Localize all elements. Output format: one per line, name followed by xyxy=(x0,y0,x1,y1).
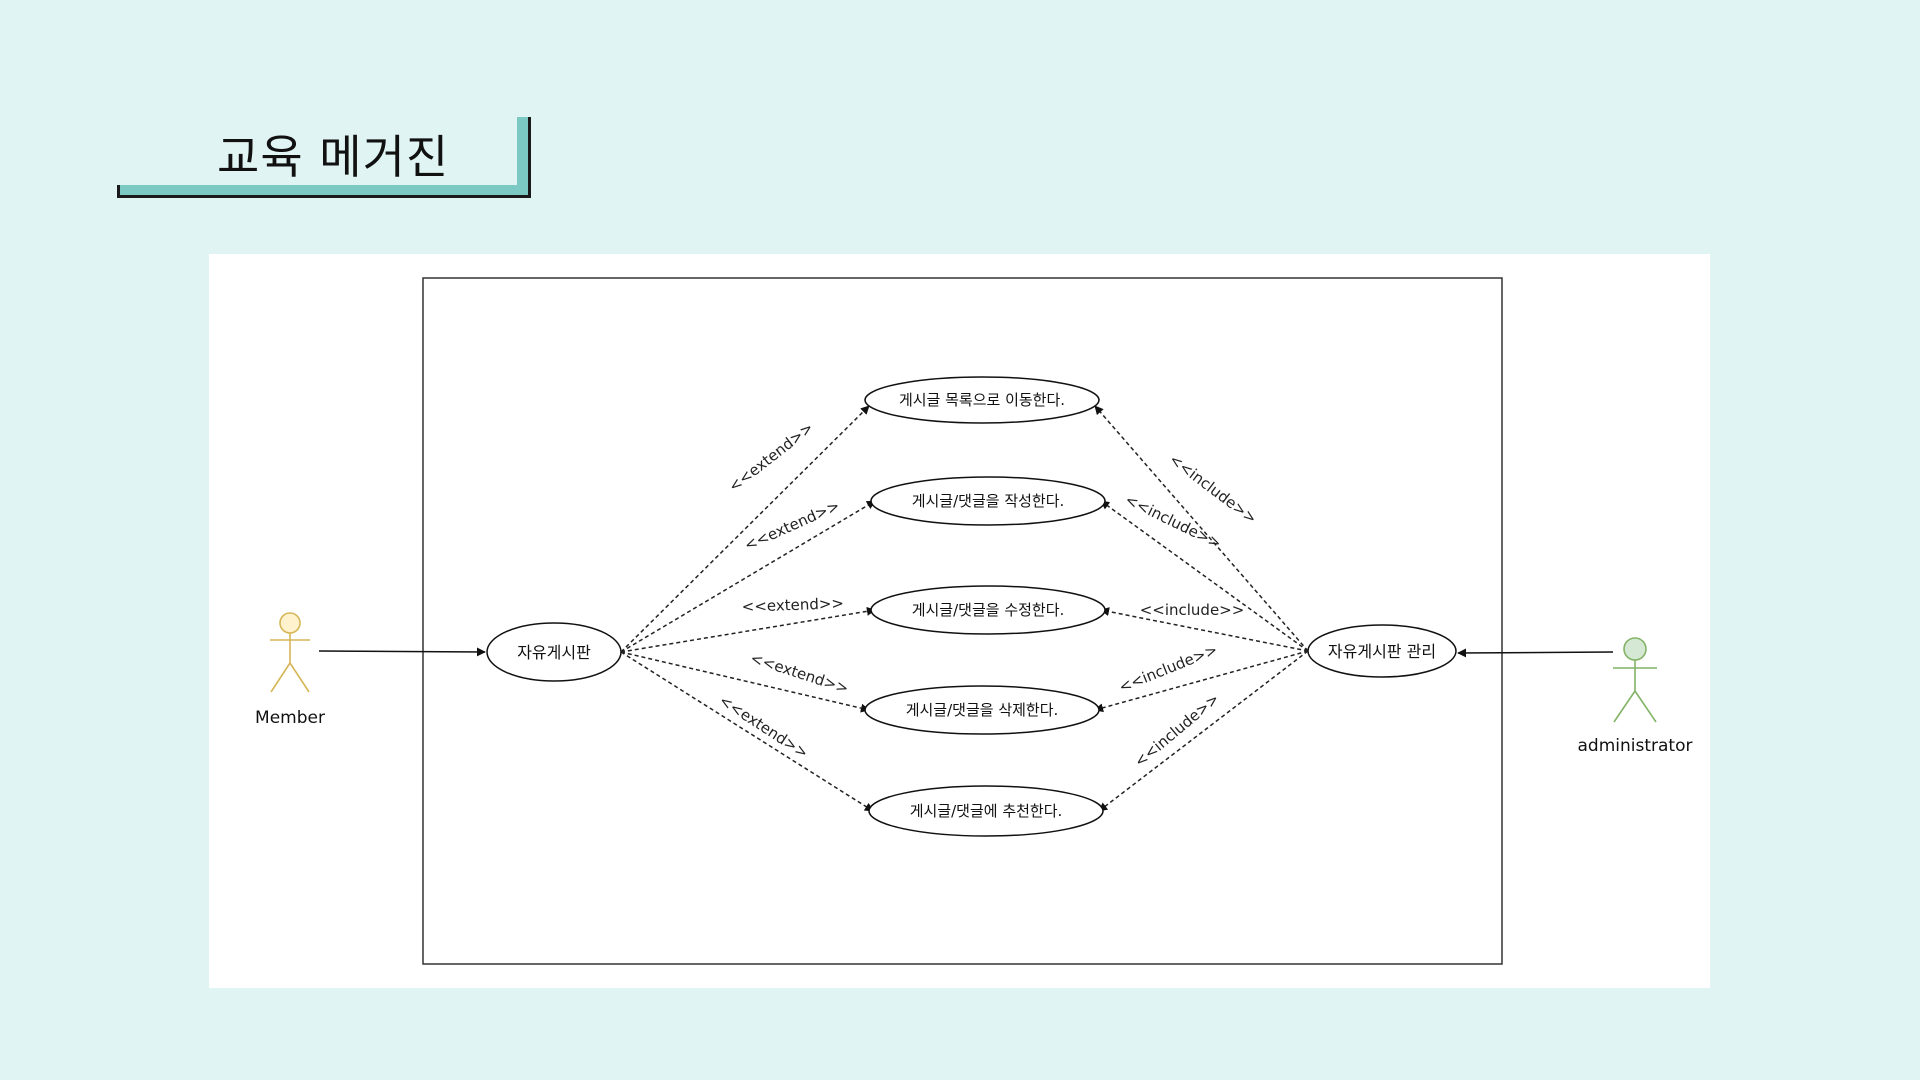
include-edge xyxy=(1100,607,1309,652)
hub-usecase-member[interactable]: 자유게시판 xyxy=(486,622,622,682)
extend-label: <<extend>> xyxy=(725,418,817,495)
usecase-ellipse xyxy=(870,585,1106,635)
extend-label: <<extend>> xyxy=(742,496,843,554)
include-edge xyxy=(1094,650,1309,713)
system-boundary xyxy=(422,277,1503,965)
member-actor-leg-left xyxy=(270,662,291,693)
title-accent-bar xyxy=(117,185,529,197)
usecase-label: 게시글/댓글에 추천한다. xyxy=(910,802,1063,820)
member-actor-leg-right xyxy=(289,662,310,693)
page-title: 교육 메거진 xyxy=(217,130,450,184)
title-box: 교육 메거진 xyxy=(117,117,531,198)
include-label: <<include>> xyxy=(1140,601,1245,619)
usecase-ellipse xyxy=(868,785,1104,837)
usecase-label: 게시글/댓글을 수정한다. xyxy=(912,601,1065,619)
title-accent-bar-right xyxy=(517,117,529,197)
usecase-label: 게시글 목록으로 이동한다. xyxy=(899,391,1065,409)
extend-edge xyxy=(620,651,874,812)
diagram-panel: Member administrator 자유게시판 자유게시판 관리 <<ex… xyxy=(209,254,1710,988)
extend-edge xyxy=(620,651,870,713)
admin-actor-head xyxy=(1623,637,1647,661)
usecase-1[interactable]: 게시글 목록으로 이동한다. xyxy=(864,376,1100,424)
member-actor-label: Member xyxy=(255,708,325,728)
title-right-line xyxy=(528,117,531,198)
admin-actor[interactable] xyxy=(1613,637,1657,723)
usecase-4[interactable]: 게시글/댓글을 삭제한다. xyxy=(864,685,1100,735)
include-edge xyxy=(1094,405,1309,652)
extend-edge xyxy=(620,606,876,653)
admin-actor-leg-left xyxy=(1613,690,1636,723)
relationship-edges xyxy=(620,405,1309,812)
include-label: <<include>> xyxy=(1131,690,1223,771)
extend-edge xyxy=(620,405,870,653)
title-left-tick xyxy=(117,185,120,197)
hub-usecase-admin-label: 자유게시판 관리 xyxy=(1328,642,1436,661)
member-actor[interactable] xyxy=(270,612,310,693)
extend-label: <<extend>> xyxy=(748,649,851,698)
extend-edge xyxy=(620,500,876,653)
use-case-diagram: Member administrator 자유게시판 자유게시판 관리 <<ex… xyxy=(255,277,1693,965)
admin-association-line xyxy=(1457,648,1614,658)
extend-label: <<extend>> xyxy=(716,691,812,762)
usecase-5[interactable]: 게시글/댓글에 추천한다. xyxy=(868,785,1104,837)
title-underline xyxy=(117,195,531,198)
usecase-label: 게시글/댓글을 작성한다. xyxy=(912,492,1065,510)
extend-label: <<extend>> xyxy=(741,594,844,616)
include-edge xyxy=(1100,500,1309,652)
member-association-line xyxy=(318,647,486,657)
usecase-list: 게시글 목록으로 이동한다. 게시글/댓글을 작성한다. 게시글/댓글을 수정한다.… xyxy=(864,376,1106,837)
hub-usecase-admin[interactable]: 자유게시판 관리 xyxy=(1307,624,1457,678)
admin-actor-leg-right xyxy=(1634,690,1657,723)
usecase-ellipse xyxy=(864,685,1100,735)
include-label: <<include>> xyxy=(1122,490,1224,552)
usecase-ellipse xyxy=(870,476,1106,526)
admin-actor-label: administrator xyxy=(1578,736,1693,756)
hub-usecase-member-label: 자유게시판 xyxy=(517,643,591,662)
usecase-2[interactable]: 게시글/댓글을 작성한다. xyxy=(870,476,1106,526)
include-edge xyxy=(1098,650,1309,812)
member-actor-head xyxy=(279,612,301,634)
usecase-3[interactable]: 게시글/댓글을 수정한다. xyxy=(870,585,1106,635)
usecase-ellipse xyxy=(864,376,1100,424)
include-label: <<include>> xyxy=(1116,640,1220,696)
usecase-label: 게시글/댓글을 삭제한다. xyxy=(906,701,1059,719)
